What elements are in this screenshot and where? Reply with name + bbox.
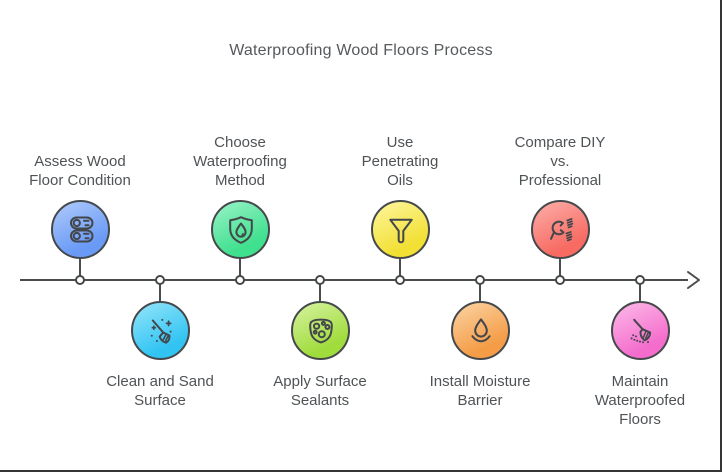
node-label: Compare DIY vs. Professional	[514, 134, 606, 189]
node-label: Clean and Sand Surface	[106, 373, 214, 409]
node-label: Maintain Waterproofed Floors	[594, 373, 686, 428]
sponge-icon	[301, 311, 341, 351]
funnel-icon	[381, 210, 421, 250]
broom-sparkles-icon	[150, 318, 172, 351]
node-circle	[451, 301, 510, 360]
timeline-dot	[235, 275, 245, 285]
node-circle	[211, 200, 270, 259]
node-connector	[639, 280, 641, 304]
wood-logs-icon	[61, 210, 101, 250]
timeline-dot	[635, 275, 645, 285]
timeline-dot	[155, 275, 165, 285]
node-label: Assess Wood Floor Condition	[29, 153, 131, 189]
node-connector	[159, 280, 161, 304]
node-connector	[479, 280, 481, 304]
node-connector	[319, 280, 321, 304]
node-connector	[239, 257, 241, 281]
timeline-dot	[315, 275, 325, 285]
wrench-screws-icon	[541, 210, 581, 250]
node-circle	[611, 301, 670, 360]
timeline-dot	[475, 275, 485, 285]
node-circle	[531, 200, 590, 259]
node-label: Use Penetrating Oils	[361, 134, 439, 189]
diagram-title: Waterproofing Wood Floors Process	[229, 42, 493, 59]
node-connector	[79, 257, 81, 281]
node-connector	[399, 257, 401, 281]
timeline-dot	[555, 275, 565, 285]
timeline-line	[20, 279, 688, 281]
node-circle	[371, 200, 430, 259]
droplet-smile-icon	[461, 311, 501, 351]
node-circle	[51, 200, 110, 259]
shield-droplet-icon	[221, 210, 261, 250]
timeline-dot	[75, 275, 85, 285]
node-connector	[559, 257, 561, 281]
node-label: Choose Waterproofing Method	[193, 134, 287, 189]
timeline-dot	[395, 275, 405, 285]
node-circle	[131, 301, 190, 360]
node-label: Apply Surface Sealants	[273, 373, 367, 409]
timeline-arrow-icon	[687, 271, 700, 289]
node-label: Install Moisture Barrier	[429, 373, 531, 409]
mop-dots-icon	[630, 311, 661, 343]
node-circle	[291, 301, 350, 360]
